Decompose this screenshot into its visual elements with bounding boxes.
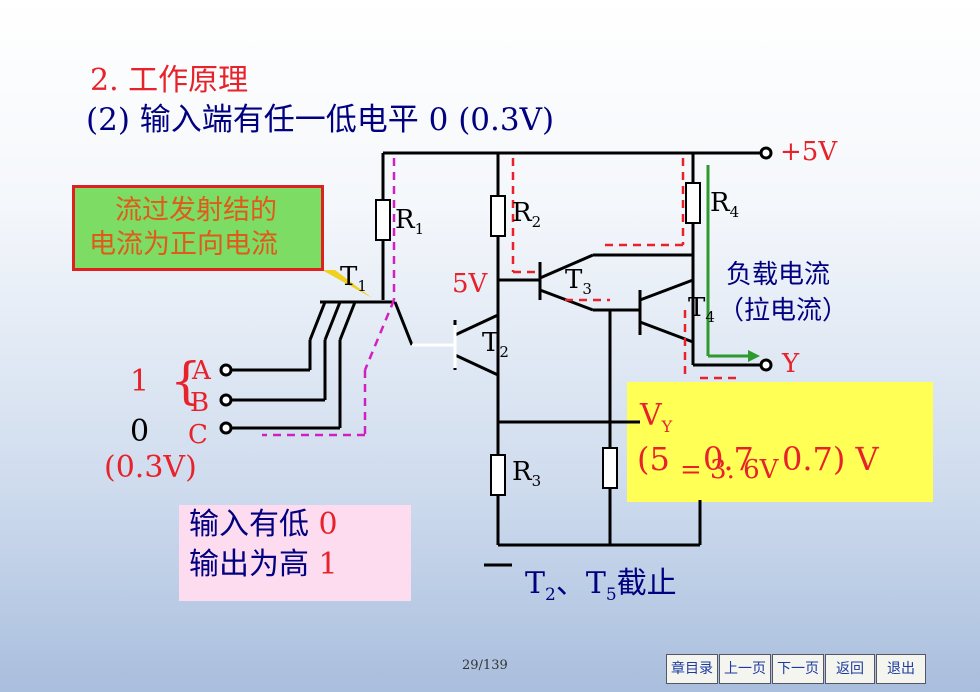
r2-label: R [512, 198, 532, 228]
nav-next-button[interactable]: 下一页 [772, 654, 824, 684]
vy-box [627, 382, 933, 502]
nav-prev-button[interactable]: 上一页 [719, 654, 771, 684]
load-current-line2: （拉电流） [718, 296, 849, 326]
t1-sub: 1 [357, 277, 367, 296]
output-label: Y [782, 349, 800, 379]
vy-formula-mid: 0.7 [703, 440, 754, 478]
node-voltage: 5V [452, 269, 488, 299]
t2-label: T [482, 328, 500, 358]
load-current-line1: 负载电流 [726, 260, 831, 290]
cutoff-t2: T [525, 566, 546, 601]
slide-subtitle: (2) 输入端有任一低电平 0 (0.3V) [86, 102, 555, 138]
supply-label: +5V [780, 137, 838, 167]
vy-sub: Y [661, 417, 673, 436]
summary-line2: 输出为高 [189, 547, 309, 582]
summary-box: 输入有低 0 输出为高 1 [179, 505, 411, 601]
input-a: A [192, 356, 211, 386]
page-number: 29/139 [462, 658, 508, 673]
vy-formula-right: 0.7) V [782, 440, 879, 478]
input-low-volts: (0.3V) [104, 450, 197, 485]
section-title: 2. 工作原理 [90, 63, 249, 98]
t1-label: T [340, 262, 358, 292]
r1-sub: 1 [414, 220, 425, 239]
cutoff-suffix: 截止 [616, 566, 677, 601]
r1-label: R [395, 205, 415, 235]
t2-sub: 2 [499, 343, 509, 362]
input-c: C [188, 420, 208, 450]
nav-return-button[interactable]: 返回 [825, 654, 875, 684]
r3-label: R [512, 457, 532, 487]
note-box: 流过发射结的 电流为正向电流 [72, 185, 324, 271]
t3-sub: 3 [582, 280, 592, 299]
t4-sub: 4 [705, 308, 715, 327]
summary-line1-value: 0 [318, 507, 338, 542]
cutoff-sep: 、 [555, 566, 586, 601]
r4-sub: 4 [729, 203, 740, 222]
vy-result: = 3. 6V [680, 455, 779, 485]
input-high-value: 1 [130, 364, 150, 399]
nav-bar: 章目录 上一页 下一页 返回 退出 [666, 654, 927, 684]
t4-label: T [688, 293, 706, 323]
r2-sub: 2 [531, 213, 542, 232]
r4-label: R [710, 188, 730, 218]
cutoff-t2-sub: 2 [545, 585, 556, 605]
note-line1: 流过发射结的 [115, 195, 277, 226]
note-line2: 电流为正向电流 [89, 229, 278, 260]
r3-sub: 3 [531, 472, 542, 491]
summary-line1: 输入有低 [189, 507, 309, 542]
cutoff-t5: T [585, 566, 606, 601]
summary-line2-value: 1 [318, 547, 338, 582]
brace: { [170, 352, 202, 410]
cutoff-t5-sub: 5 [605, 585, 617, 605]
t3-label: T [565, 265, 583, 295]
input-low-value: 0 [130, 414, 150, 449]
nav-exit-button[interactable]: 退出 [876, 654, 926, 684]
vy-formula-left: (5 [637, 440, 670, 478]
vy-label: V [640, 398, 662, 433]
nav-toc-button[interactable]: 章目录 [666, 654, 718, 684]
input-b: B [190, 388, 210, 418]
